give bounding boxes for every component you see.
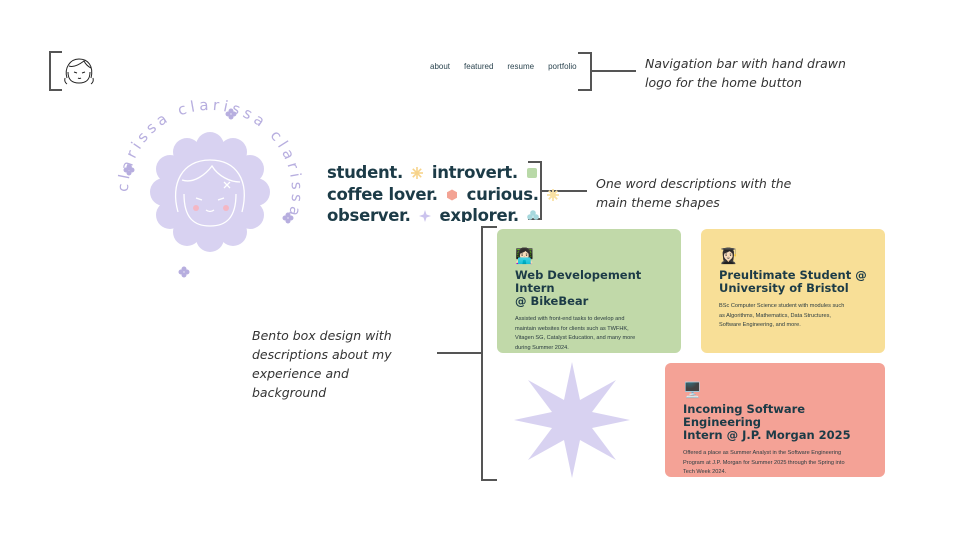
bento-annotation: Bento box design with descriptions about…	[252, 326, 392, 402]
note-line: background	[252, 385, 327, 400]
desc-line: BSc Computer Science student with module…	[719, 303, 845, 309]
flower-shape	[150, 132, 270, 252]
title-line: Intern @ J.P. Morgan 2025	[683, 428, 851, 442]
card-title: Web Developement Intern @ BikeBear	[515, 269, 663, 308]
title-line: @ BikeBear	[515, 294, 589, 308]
tagline-row-2: coffee lover. curious.	[327, 185, 562, 204]
tagline-word: curious.	[466, 185, 539, 204]
nav-resume[interactable]: resume	[507, 62, 535, 71]
tagline-word: coffee lover.	[327, 185, 438, 204]
desc-line: Software Engineering, and more.	[719, 322, 801, 328]
hand-drawn-avatar-icon	[174, 159, 245, 227]
tagline-row-3: observer. explorer.	[327, 206, 542, 222]
bento-bracket	[437, 226, 497, 481]
desc-line: Assisted with front-end tasks to develop…	[515, 316, 625, 322]
star-decoration	[514, 362, 630, 478]
nav-bracket	[578, 52, 636, 91]
navigation-bar: about featured resume portfolio	[430, 62, 577, 71]
tagline-word: explorer.	[439, 206, 520, 222]
hexagon-icon	[447, 189, 458, 201]
nav-featured[interactable]: featured	[464, 62, 494, 71]
title-line: Incoming Software Engineering	[683, 402, 806, 429]
profile-badge: clarissa clarissa clarissa	[114, 96, 302, 278]
card-web-intern[interactable]: 👩🏻‍💻 Web Developement Intern @ BikeBear …	[497, 229, 681, 353]
student-icon: 👩🏻‍🎓	[719, 248, 738, 265]
card-title: Preultimate Student @ University of Bris…	[719, 269, 867, 295]
computer-icon: 🖥️	[683, 382, 702, 399]
desc-line: during Summer 2024.	[515, 344, 569, 351]
title-line: Web Developement Intern	[515, 268, 642, 295]
card-title: Incoming Software Engineering Intern @ J…	[683, 403, 867, 442]
desc-line: Tech Week 2024.	[683, 469, 727, 475]
sun-icon	[547, 189, 560, 201]
card-student[interactable]: 👩🏻‍🎓 Preultimate Student @ University of…	[701, 229, 885, 353]
clover-icon	[527, 210, 540, 220]
home-logo-button[interactable]	[62, 56, 96, 91]
title-line: University of Bristol	[719, 281, 849, 295]
technologist-icon: 👩🏻‍💻	[515, 248, 534, 265]
words-annotation: One word descriptions with the main them…	[596, 174, 791, 212]
nav-about[interactable]: about	[430, 62, 451, 71]
tagline-word: observer.	[327, 206, 411, 222]
note-line: main theme shapes	[596, 195, 720, 210]
tagline-word: student.	[327, 163, 403, 182]
card-description: Assisted with front-end tasks to develop…	[515, 315, 663, 353]
tagline-word: introvert.	[431, 163, 518, 182]
card-jpmorgan[interactable]: 🖥️ Incoming Software Engineering Intern …	[665, 363, 885, 477]
desc-line: Offered a place as Summer Analyst in the…	[683, 450, 842, 456]
nav-portfolio[interactable]: portfolio	[548, 62, 577, 71]
desc-line: Program at J.P. Morgan for Summer 2025 t…	[683, 459, 845, 466]
note-line: Navigation bar with hand drawn	[645, 56, 846, 71]
hand-drawn-face-icon	[64, 58, 94, 85]
logo-bracket	[49, 51, 62, 91]
ring-flower-icons	[123, 108, 294, 278]
nav-annotation: Navigation bar with hand drawn logo for …	[645, 54, 846, 92]
note-line: descriptions about my	[252, 347, 392, 362]
title-line: Preultimate Student @	[719, 268, 867, 282]
card-description: BSc Computer Science student with module…	[719, 302, 867, 331]
sun-icon	[411, 167, 424, 179]
note-line: One word descriptions with the	[596, 176, 792, 191]
desc-line: maintain websites for clients such as TW…	[515, 325, 629, 332]
note-line: experience and	[252, 366, 349, 381]
note-line: logo for the home button	[645, 75, 802, 90]
desc-line: Vitagen SG, Catalyst Education, and many…	[515, 335, 636, 341]
desc-line: as Algorithms, Mathematics, Data Structu…	[719, 312, 831, 319]
wave-square-icon	[527, 168, 538, 178]
note-line: Bento box design with	[252, 328, 392, 343]
card-description: Offered a place as Summer Analyst in the…	[683, 449, 867, 478]
sparkle-icon	[419, 210, 432, 222]
tagline-row-1: student. introvert.	[327, 163, 541, 182]
